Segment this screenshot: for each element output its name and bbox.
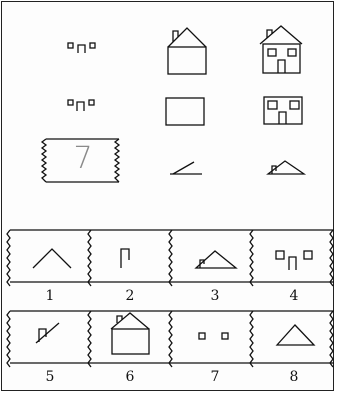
option-6-number: 6 — [126, 369, 135, 385]
option-6-house-roof[interactable] — [111, 313, 149, 354]
option-2-chimney[interactable] — [121, 249, 129, 268]
option-4-windows-door[interactable] — [276, 251, 312, 270]
cell-r2c1-windows-door — [68, 100, 94, 111]
cell-r2c2-box — [166, 98, 204, 125]
cell-r3c3-roof-chimney — [268, 161, 304, 174]
option-3-roof-chimney[interactable] — [196, 251, 236, 268]
option-7-number: 7 — [211, 369, 220, 385]
option-5-number: 5 — [46, 369, 55, 385]
option-7-two-windows[interactable] — [199, 333, 228, 339]
options-row-2-borders — [7, 311, 334, 367]
option-4-number: 4 — [290, 288, 299, 304]
cell-r2c3-box-windows-door — [264, 97, 302, 124]
cell-r1c3-house-full — [260, 26, 302, 73]
option-3-number: 3 — [211, 288, 220, 304]
cell-r1c1-windows-door — [68, 43, 95, 53]
option-2-number: 2 — [126, 288, 135, 304]
option-8-triangle[interactable] — [277, 325, 314, 345]
cell-r3c2-slanted-line — [170, 162, 202, 174]
option-1-roof-outline[interactable] — [33, 249, 71, 268]
cell-r1c2-house — [168, 28, 206, 74]
option-8-number: 8 — [290, 369, 299, 385]
option-5-slanted-line-chimney[interactable] — [36, 323, 59, 343]
options-row-1-borders — [7, 230, 334, 286]
option-1-number: 1 — [46, 288, 55, 304]
answer-handwritten-mark: 7 — [73, 141, 92, 176]
